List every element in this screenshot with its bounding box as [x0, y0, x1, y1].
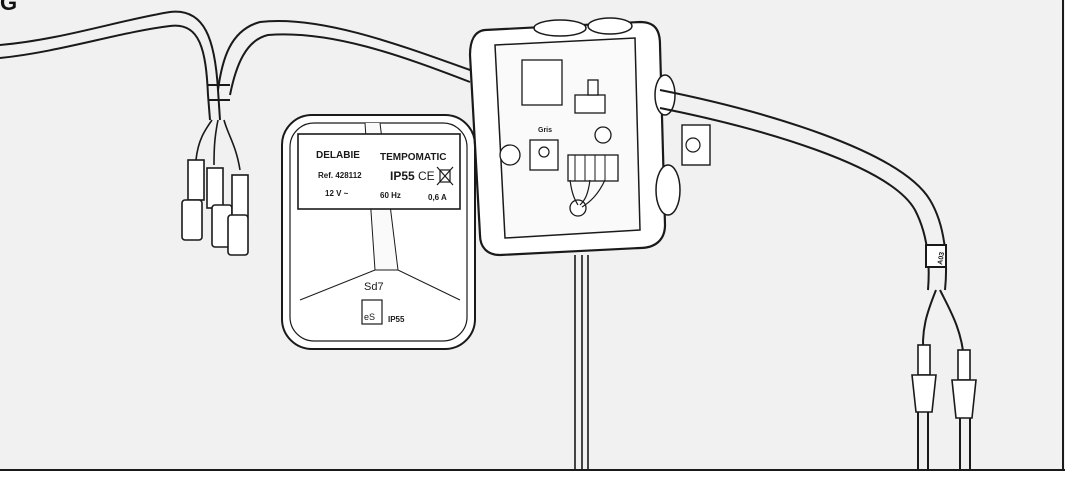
label-voltage: 12 V ~	[325, 189, 349, 198]
label-protection: IP55	[390, 169, 415, 183]
transformer-protection-bottom: IP55	[388, 315, 405, 324]
right-cable-sleeve-mark: A03	[937, 251, 946, 265]
label-current: 0,6 A	[428, 193, 447, 202]
transformer-label-plate	[297, 133, 461, 210]
bottom-wire	[574, 255, 589, 470]
transformer-unit: DELABIE TEMPOMATIC Ref. 428112 IP55 CE 1…	[281, 114, 476, 350]
left-cable	[0, 10, 471, 121]
left-connectors	[181, 119, 249, 256]
label-frequency: 60 Hz	[380, 191, 401, 200]
junction-box: Gris	[468, 17, 711, 257]
right-cable	[659, 89, 971, 470]
label-product: TEMPOMATIC	[380, 152, 446, 163]
weee-bin-icon	[436, 166, 454, 186]
figure-letter: G	[0, 0, 17, 15]
es-logo-icon	[361, 299, 383, 325]
label-ref: Ref. 428112	[318, 171, 362, 180]
label-brand: DELABIE	[316, 150, 360, 161]
label-conformity: CE	[418, 169, 435, 183]
right-connectors	[911, 344, 977, 419]
transformer-logo: eS	[364, 312, 375, 322]
transformer-code: Sd7	[364, 281, 384, 293]
terminal-label: Gris	[538, 127, 552, 134]
junction-box-inner	[494, 37, 641, 239]
